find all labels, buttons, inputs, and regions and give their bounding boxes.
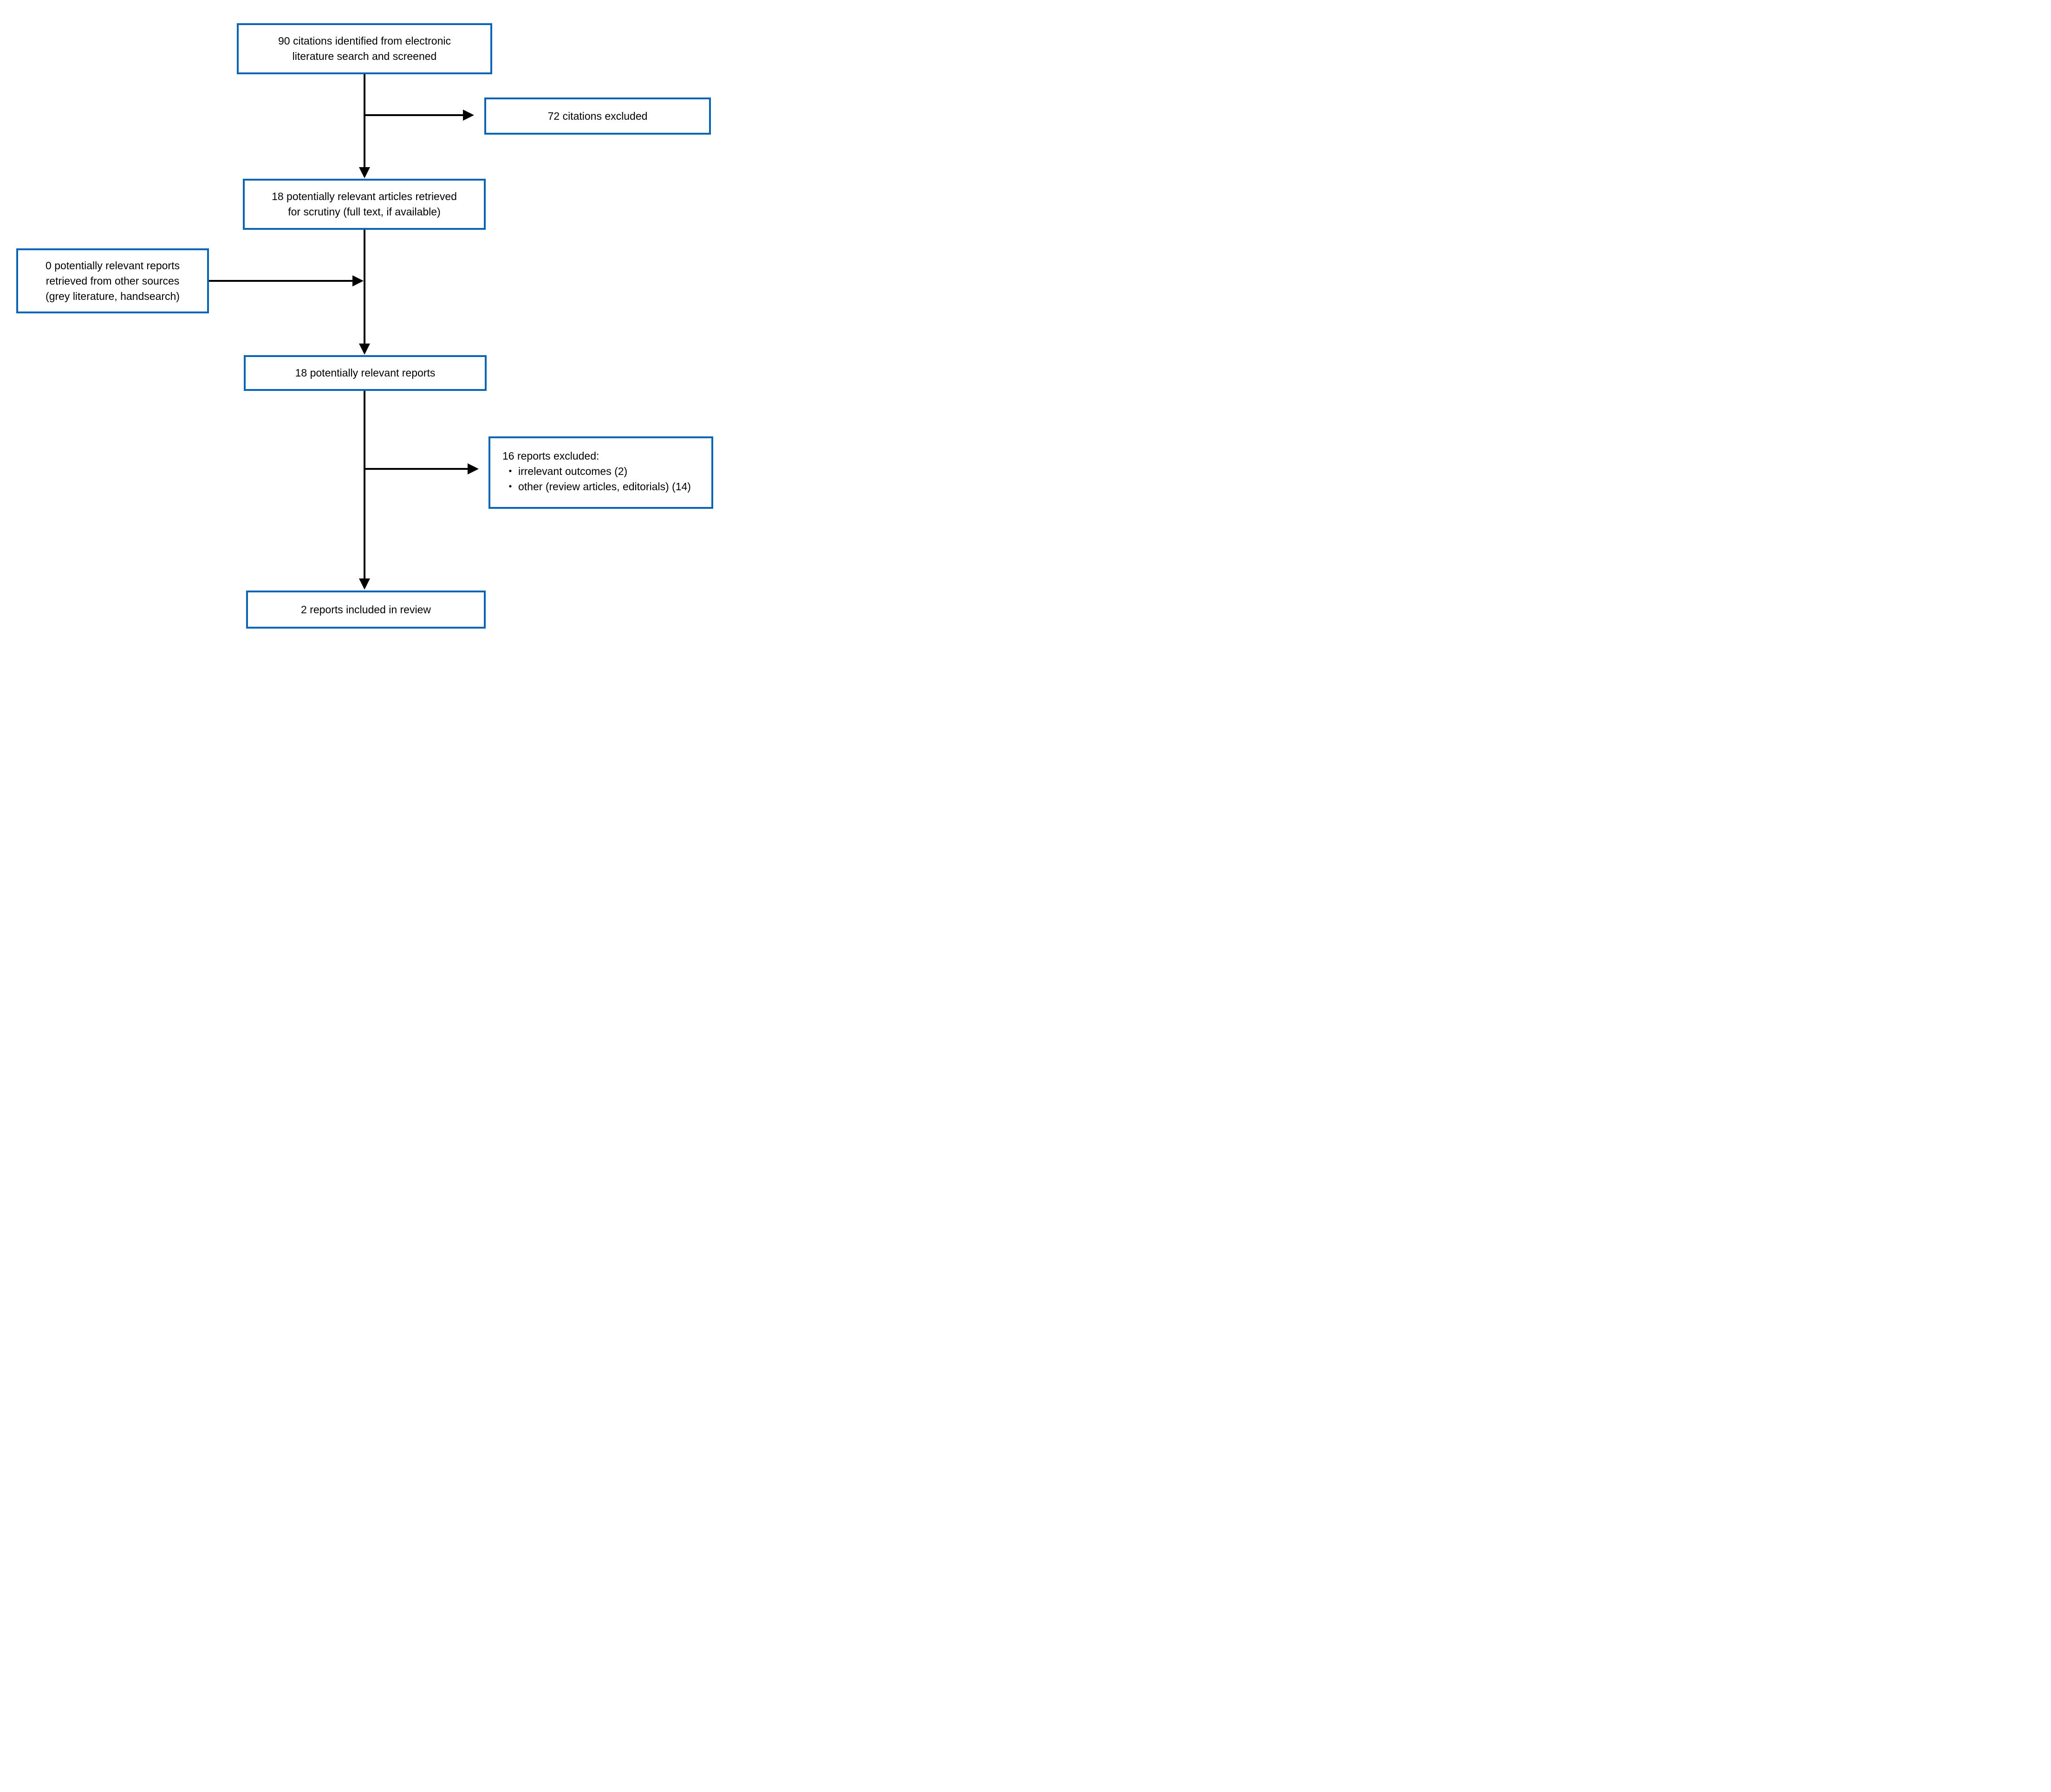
box-citations-excluded: 72 citations excluded — [484, 97, 711, 135]
arrow-identified-to-retrieved-line — [364, 74, 365, 168]
arrowhead-to-citations-excluded-right-icon — [463, 110, 474, 121]
arrow-reports-to-included-line — [364, 391, 365, 578]
bullet-icon: • — [508, 467, 512, 476]
box-relevant-reports-text: 18 potentially relevant reports — [295, 367, 436, 379]
box-other-sources-text: 0 potentially relevant reports retrieved… — [46, 259, 180, 302]
box-articles-retrieved-text: 18 potentially relevant articles retriev… — [272, 190, 457, 218]
box-reports-excluded: 16 reports excluded: • irrelevant outcom… — [488, 436, 713, 509]
arrowhead-retrieved-to-reports-down-icon — [359, 344, 370, 355]
box-citations-identified: 90 citations identified from electronic … — [237, 23, 492, 74]
arrowhead-to-reports-excluded-right-icon — [468, 463, 479, 474]
box-included-in-review: 2 reports included in review — [246, 591, 486, 629]
arrowhead-other-sources-right-icon — [352, 275, 364, 286]
arrow-other-sources-line — [209, 280, 353, 282]
flowchart-canvas: 90 citations identified from electronic … — [0, 0, 717, 634]
box-reports-excluded-heading: 16 reports excluded: — [502, 450, 599, 462]
reports-excluded-bullet-item: • irrelevant outcomes (2) — [502, 464, 705, 479]
box-articles-retrieved: 18 potentially relevant articles retriev… — [243, 179, 486, 230]
reports-excluded-bullet-text: other (review articles, editorials) (14) — [518, 480, 691, 493]
bullet-icon: • — [508, 482, 512, 492]
arrow-to-reports-excluded-line — [365, 468, 468, 470]
arrow-to-citations-excluded-line — [365, 114, 463, 116]
arrowhead-reports-to-included-down-icon — [359, 578, 370, 590]
box-citations-excluded-text: 72 citations excluded — [547, 110, 648, 122]
box-relevant-reports: 18 potentially relevant reports — [244, 355, 487, 391]
reports-excluded-bullet-text: irrelevant outcomes (2) — [518, 465, 628, 477]
box-citations-identified-text: 90 citations identified from electronic … — [278, 35, 451, 62]
reports-excluded-bullet-item: • other (review articles, editorials) (1… — [502, 479, 705, 494]
arrow-retrieved-to-reports-line — [364, 230, 365, 344]
box-included-in-review-text: 2 reports included in review — [301, 603, 431, 616]
arrowhead-identified-to-retrieved-down-icon — [359, 167, 370, 178]
box-other-sources: 0 potentially relevant reports retrieved… — [16, 248, 209, 313]
